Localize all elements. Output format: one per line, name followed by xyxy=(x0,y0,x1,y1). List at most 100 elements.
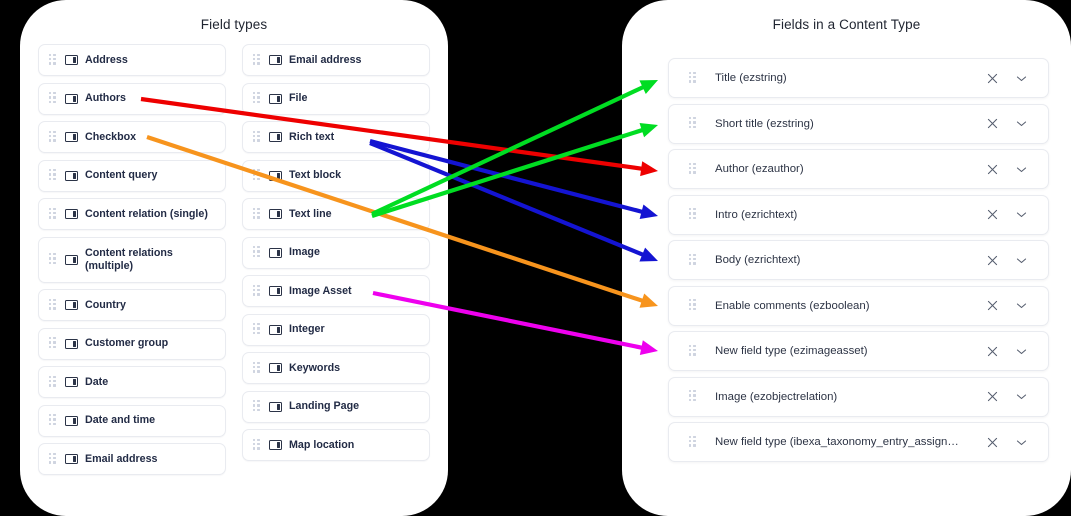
drag-handle-icon[interactable] xyxy=(49,452,57,466)
chevron-down-icon[interactable] xyxy=(1015,436,1028,449)
field-type-card[interactable]: Keywords xyxy=(242,352,430,384)
drag-handle-icon[interactable] xyxy=(49,253,57,266)
close-icon[interactable] xyxy=(986,208,999,221)
drag-handle-icon[interactable] xyxy=(253,284,261,298)
field-type-label: Email address xyxy=(85,452,158,465)
close-icon[interactable] xyxy=(986,345,999,358)
field-type-card[interactable]: Email address xyxy=(38,443,226,475)
drag-handle-icon[interactable] xyxy=(689,117,697,130)
content-type-field-label: Author (ezauthor) xyxy=(715,163,804,175)
field-type-card[interactable]: Address xyxy=(38,44,226,76)
field-type-card[interactable]: Content relation (single) xyxy=(38,198,226,230)
drag-handle-icon[interactable] xyxy=(253,323,261,336)
content-type-fields-title: Fields in a Content Type xyxy=(772,17,921,32)
field-type-card[interactable]: Authors xyxy=(38,82,226,115)
drag-handle-icon[interactable] xyxy=(689,299,697,312)
field-type-card[interactable]: Date and time xyxy=(38,404,226,437)
drag-handle-icon[interactable] xyxy=(49,298,57,312)
content-type-field-row[interactable]: New field type (ezimageasset) xyxy=(668,331,1049,371)
chevron-down-icon[interactable] xyxy=(1015,163,1028,176)
field-type-label: Date and time xyxy=(85,414,156,426)
drag-handle-icon[interactable] xyxy=(253,207,261,221)
close-icon[interactable] xyxy=(986,117,999,130)
close-icon[interactable] xyxy=(986,299,999,312)
drag-handle-icon[interactable] xyxy=(689,253,697,267)
field-type-card[interactable]: Text block xyxy=(242,159,430,192)
field-type-card[interactable]: Email address xyxy=(242,44,430,76)
drag-handle-icon[interactable] xyxy=(49,375,57,389)
content-type-field-row[interactable]: New field type (ibexa_taxonomy_entry_ass… xyxy=(668,422,1049,462)
close-icon[interactable] xyxy=(986,72,999,85)
drag-handle-icon[interactable] xyxy=(253,130,261,144)
field-icon xyxy=(269,324,282,335)
content-type-field-row[interactable]: Body (ezrichtext) xyxy=(668,240,1049,280)
content-type-field-row[interactable]: Author (ezauthor) xyxy=(668,149,1049,189)
field-icon xyxy=(269,401,282,412)
field-type-card[interactable]: Landing Page xyxy=(242,390,430,423)
field-icon xyxy=(65,338,78,349)
field-type-card[interactable]: Image Asset xyxy=(242,275,430,307)
drag-handle-icon[interactable] xyxy=(253,169,261,182)
field-type-card[interactable]: Integer xyxy=(242,313,430,346)
close-icon[interactable] xyxy=(986,390,999,403)
chevron-down-icon[interactable] xyxy=(1015,390,1028,403)
field-icon xyxy=(269,170,282,181)
drag-handle-icon[interactable] xyxy=(49,414,57,427)
row-actions xyxy=(986,117,1034,130)
field-type-card[interactable]: Text line xyxy=(242,198,430,230)
close-icon[interactable] xyxy=(986,436,999,449)
chevron-down-icon[interactable] xyxy=(1015,72,1028,85)
close-icon[interactable] xyxy=(986,163,999,176)
drag-handle-icon[interactable] xyxy=(49,207,57,221)
field-type-card[interactable]: Customer group xyxy=(38,327,226,360)
drag-handle-icon[interactable] xyxy=(253,246,261,259)
drag-handle-icon[interactable] xyxy=(689,208,697,221)
drag-handle-icon[interactable] xyxy=(253,53,261,67)
field-types-title: Field types xyxy=(200,17,268,32)
close-icon[interactable] xyxy=(986,254,999,267)
drag-handle-icon[interactable] xyxy=(49,130,57,144)
drag-handle-icon[interactable] xyxy=(689,71,697,85)
content-type-field-row[interactable]: Title (ezstring) xyxy=(668,58,1049,98)
row-actions xyxy=(986,345,1034,358)
drag-handle-icon[interactable] xyxy=(253,400,261,413)
field-type-card[interactable]: Image xyxy=(242,236,430,269)
field-type-card[interactable]: Content query xyxy=(38,159,226,192)
drag-handle-icon[interactable] xyxy=(253,92,261,105)
drag-handle-icon[interactable] xyxy=(49,92,57,105)
drag-handle-icon[interactable] xyxy=(689,390,697,403)
content-type-field-row[interactable]: Image (ezobjectrelation) xyxy=(668,376,1049,417)
drag-handle-icon[interactable] xyxy=(253,438,261,452)
chevron-down-icon[interactable] xyxy=(1015,345,1028,358)
field-type-card[interactable]: Content relations (multiple) xyxy=(38,236,226,283)
drag-handle-icon[interactable] xyxy=(49,337,57,350)
content-type-field-row[interactable]: Short title (ezstring) xyxy=(668,103,1049,144)
field-icon xyxy=(269,93,282,104)
content-type-field-row[interactable]: Intro (ezrichtext) xyxy=(668,194,1049,235)
content-type-field-row[interactable]: Enable comments (ezboolean) xyxy=(668,285,1049,326)
chevron-down-icon[interactable] xyxy=(1015,117,1028,130)
drag-handle-icon[interactable] xyxy=(689,162,697,176)
drag-handle-icon[interactable] xyxy=(49,169,57,182)
content-type-field-label: Title (ezstring) xyxy=(715,72,787,84)
field-type-label: Customer group xyxy=(85,337,169,349)
field-type-card[interactable]: Checkbox xyxy=(38,121,226,153)
chevron-down-icon[interactable] xyxy=(1015,254,1028,267)
chevron-down-icon[interactable] xyxy=(1015,299,1028,312)
content-type-field-label: Intro (ezrichtext) xyxy=(715,208,798,221)
field-type-card[interactable]: Country xyxy=(38,289,226,321)
drag-handle-icon[interactable] xyxy=(689,435,697,449)
chevron-down-icon[interactable] xyxy=(1015,208,1028,221)
field-type-label: Map location xyxy=(289,438,355,451)
field-type-card[interactable]: Map location xyxy=(242,429,430,461)
field-type-card[interactable]: Date xyxy=(38,366,226,398)
row-actions xyxy=(986,208,1034,221)
field-type-card[interactable]: Rich text xyxy=(242,121,430,153)
drag-handle-icon[interactable] xyxy=(689,344,697,358)
drag-handle-icon[interactable] xyxy=(49,53,57,67)
drag-handle-icon[interactable] xyxy=(253,361,261,375)
field-type-card[interactable]: File xyxy=(242,82,430,115)
content-type-field-list: Title (ezstring) Short title (ezstring) Au… xyxy=(668,58,1049,462)
row-actions xyxy=(986,254,1034,267)
